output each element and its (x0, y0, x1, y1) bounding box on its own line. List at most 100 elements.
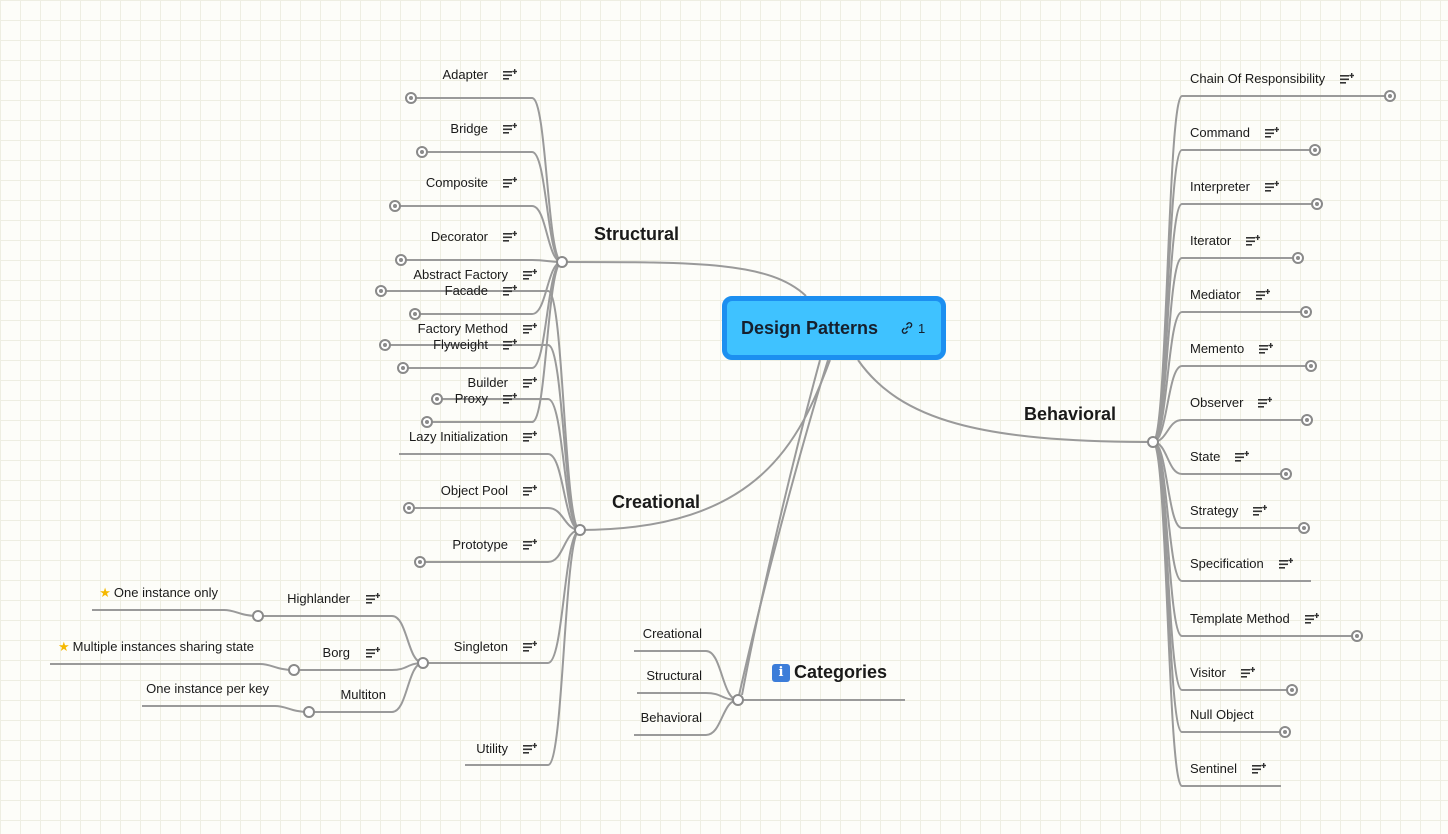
expand-toggle[interactable] (389, 200, 401, 212)
notes-icon[interactable] (1246, 235, 1261, 247)
categories-item-behavioral[interactable]: Behavioral (640, 710, 702, 725)
singleton-detail-highlander[interactable]: ★One instance only (99, 585, 218, 600)
expand-toggle[interactable] (409, 308, 421, 320)
behavioral-item-specification[interactable]: Specification (1190, 556, 1264, 571)
notes-icon[interactable] (366, 647, 380, 659)
expand-toggle[interactable] (379, 339, 391, 351)
notes-icon[interactable] (523, 539, 537, 551)
expand-toggle[interactable] (1280, 468, 1292, 480)
notes-icon[interactable] (1251, 763, 1266, 775)
creational-item-abstract-factory[interactable]: Abstract Factory (413, 267, 508, 282)
creational-item-factory-method[interactable]: Factory Method (417, 321, 508, 336)
notes-icon[interactable] (1255, 289, 1270, 301)
root-node[interactable]: Design Patterns 1 (722, 296, 946, 360)
notes-icon[interactable] (523, 641, 537, 653)
notes-icon[interactable] (503, 231, 517, 243)
branch-structural[interactable]: Structural (594, 224, 680, 244)
structural-item-composite[interactable]: Composite (425, 175, 488, 190)
expand-toggle[interactable] (1384, 90, 1396, 102)
expand-toggle[interactable] (1292, 252, 1304, 264)
notes-icon[interactable] (523, 431, 537, 443)
notes-icon[interactable] (503, 123, 517, 135)
branch-junction[interactable] (732, 694, 744, 706)
notes-icon[interactable] (523, 743, 537, 755)
branch-junction[interactable] (556, 256, 568, 268)
expand-toggle[interactable] (1286, 684, 1298, 696)
expand-toggle[interactable] (397, 362, 409, 374)
creational-item-lazy-initialization[interactable]: Lazy Initialization (409, 429, 508, 444)
singleton-item-borg[interactable]: Borg (322, 645, 350, 660)
notes-icon[interactable] (366, 593, 380, 605)
behavioral-item-null-object[interactable]: Null Object (1190, 707, 1254, 722)
notes-icon[interactable] (1253, 505, 1268, 517)
creational-item-builder[interactable]: Builder (467, 375, 508, 390)
branch-junction[interactable] (288, 664, 300, 676)
expand-toggle[interactable] (421, 416, 433, 428)
expand-toggle[interactable] (414, 556, 426, 568)
notes-icon[interactable] (503, 69, 517, 81)
notes-icon[interactable] (523, 485, 537, 497)
creational-item-utility[interactable]: Utility (476, 741, 508, 756)
behavioral-item-command[interactable]: Command (1190, 125, 1250, 140)
expand-toggle[interactable] (1309, 144, 1321, 156)
behavioral-item-memento[interactable]: Memento (1190, 341, 1245, 356)
branch-junction[interactable] (252, 610, 264, 622)
structural-item-adapter[interactable]: Adapter (442, 67, 488, 82)
behavioral-item-mediator[interactable]: Mediator (1190, 287, 1241, 302)
notes-icon[interactable] (1340, 73, 1355, 85)
expand-toggle[interactable] (416, 146, 428, 158)
behavioral-item-template-method[interactable]: Template Method (1190, 611, 1290, 626)
expand-toggle[interactable] (405, 92, 417, 104)
branch-junction[interactable] (303, 706, 315, 718)
expand-toggle[interactable] (395, 254, 407, 266)
expand-toggle[interactable] (1305, 360, 1317, 372)
expand-toggle[interactable] (1298, 522, 1310, 534)
structural-item-proxy[interactable]: Proxy (454, 391, 488, 406)
behavioral-item-state[interactable]: State (1190, 449, 1221, 464)
singleton-item-multiton[interactable]: Multiton (340, 687, 386, 702)
notes-icon[interactable] (523, 377, 537, 389)
notes-icon[interactable] (1258, 397, 1273, 409)
structural-item-facade[interactable]: Facade (444, 283, 488, 298)
notes-icon[interactable] (503, 339, 517, 351)
branch-junction[interactable] (574, 524, 586, 536)
expand-toggle[interactable] (1301, 414, 1313, 426)
creational-item-singleton[interactable]: Singleton (453, 639, 508, 654)
expand-toggle[interactable] (403, 502, 415, 514)
structural-item-flyweight[interactable]: Flyweight (433, 337, 488, 352)
categories-item-structural[interactable]: Structural (646, 668, 702, 683)
creational-item-prototype[interactable]: Prototype (452, 537, 508, 552)
singleton-detail-multiton[interactable]: One instance per key (146, 681, 269, 696)
expand-toggle[interactable] (375, 285, 387, 297)
notes-icon[interactable] (503, 177, 517, 189)
notes-icon[interactable] (523, 269, 537, 281)
singleton-item-highlander[interactable]: Highlander (287, 591, 350, 606)
notes-icon[interactable] (1264, 181, 1279, 193)
behavioral-item-visitor[interactable]: Visitor (1190, 665, 1226, 680)
behavioral-item-observer[interactable]: Observer (1190, 395, 1244, 410)
notes-icon[interactable] (523, 323, 537, 335)
notes-icon[interactable] (1264, 127, 1279, 139)
behavioral-item-iterator[interactable]: Iterator (1190, 233, 1232, 248)
branch-behavioral[interactable]: Behavioral (1024, 404, 1117, 424)
expand-toggle[interactable] (1311, 198, 1323, 210)
notes-icon[interactable] (503, 393, 517, 405)
behavioral-item-strategy[interactable]: Strategy (1190, 503, 1239, 518)
branch-junction[interactable] (417, 657, 429, 669)
expand-toggle[interactable] (1279, 726, 1291, 738)
categories-item-creational[interactable]: Creational (642, 626, 702, 641)
creational-item-object-pool[interactable]: Object Pool (440, 483, 508, 498)
notes-icon[interactable] (1304, 613, 1319, 625)
behavioral-item-interpreter[interactable]: Interpreter (1190, 179, 1250, 194)
structural-item-decorator[interactable]: Decorator (430, 229, 488, 244)
notes-icon[interactable] (1259, 343, 1274, 355)
behavioral-item-sentinel[interactable]: Sentinel (1190, 761, 1237, 776)
branch-creational[interactable]: Creational (612, 492, 701, 512)
notes-icon[interactable] (503, 285, 517, 297)
singleton-detail-borg[interactable]: ★Multiple instances sharing state (57, 639, 254, 654)
notes-icon[interactable] (1278, 558, 1293, 570)
expand-toggle[interactable] (1300, 306, 1312, 318)
expand-toggle[interactable] (1351, 630, 1363, 642)
